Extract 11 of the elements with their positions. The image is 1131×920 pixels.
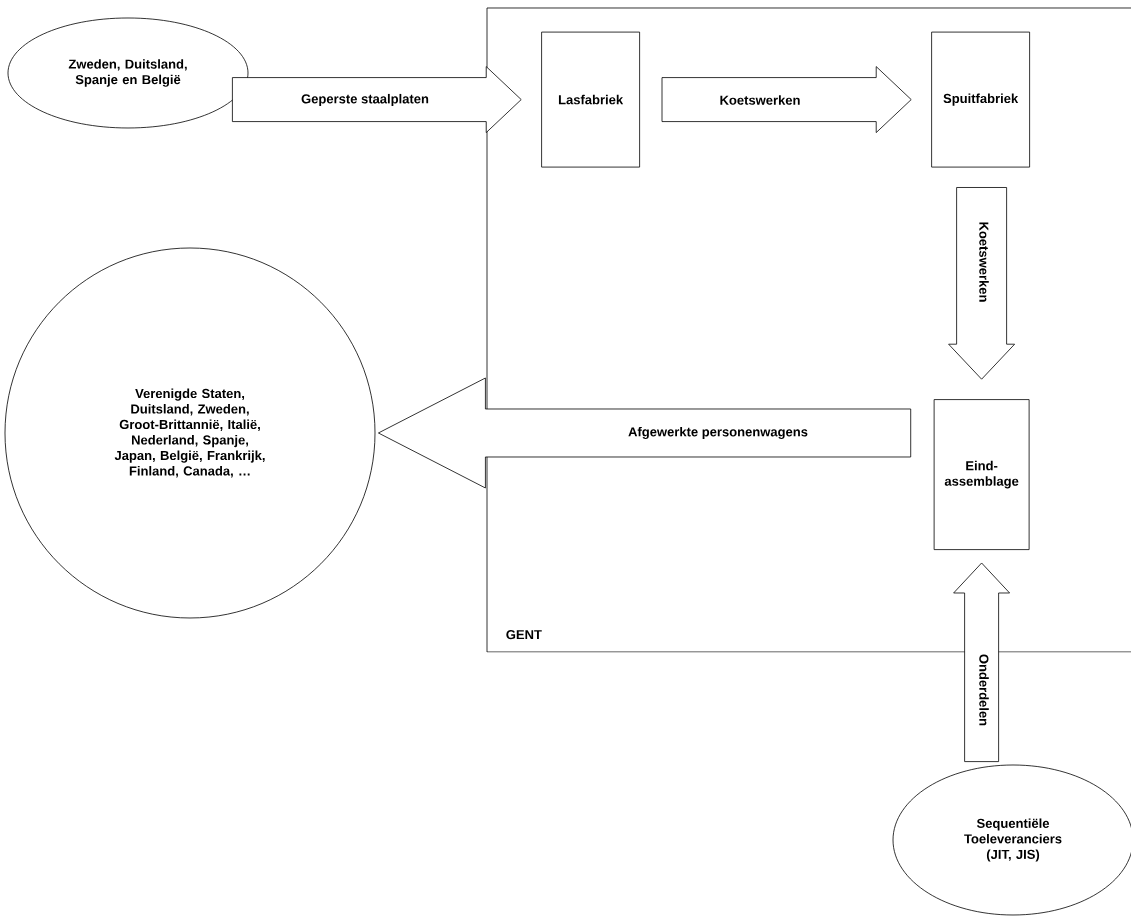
process-box: Spuitfabriek xyxy=(931,31,1030,168)
edge-label: Koetswerken xyxy=(978,220,990,304)
edge-label: Onderdelen xyxy=(978,652,990,728)
process-box: Lasfabriek xyxy=(541,31,640,168)
block-arrow xyxy=(953,562,1010,762)
edge-label: Koetswerken xyxy=(718,94,802,106)
region-label: GENT xyxy=(506,630,542,640)
process-box: Eind-assemblage xyxy=(933,399,1030,550)
block-arrow xyxy=(948,187,1015,380)
block-arrow xyxy=(661,66,912,133)
block-arrow xyxy=(378,377,912,489)
